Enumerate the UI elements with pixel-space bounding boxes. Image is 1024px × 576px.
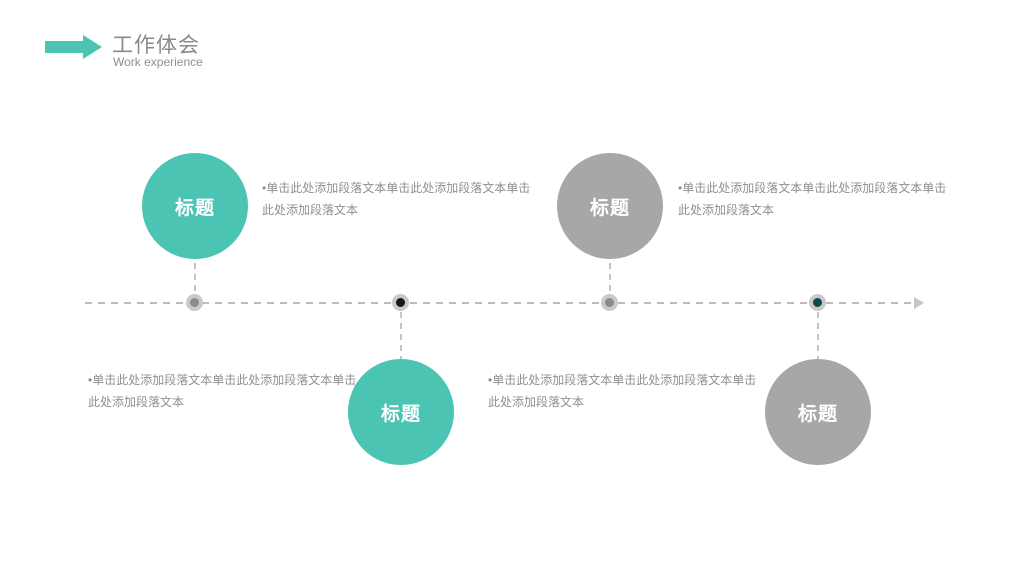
- milestone-title: 标题: [174, 197, 215, 219]
- page-subtitle: Work experience: [113, 55, 203, 69]
- milestone-text-3: •单击此处添加段落文本单击此处添加段落文本单击此处添加段落文本: [678, 181, 947, 217]
- milestone-title: 标题: [589, 197, 630, 219]
- milestone-title: 标题: [380, 403, 421, 425]
- timeline-node-4: [809, 294, 826, 311]
- timeline-node-2: [392, 294, 409, 311]
- milestone-text-2: •单击此处添加段落文本单击此处添加段落文本单击此处添加段落文本: [88, 373, 357, 409]
- milestone-circle-1: 标题: [142, 153, 248, 259]
- milestone-text-4: •单击此处添加段落文本单击此处添加段落文本单击此处添加段落文本: [488, 373, 757, 409]
- timeline-node-1: [186, 294, 203, 311]
- milestone-circle-2: 标题: [348, 359, 454, 465]
- timeline-dashed-line: [85, 302, 915, 304]
- header-arrow-icon: [45, 35, 102, 59]
- milestone-circle-4: 标题: [765, 359, 871, 465]
- timeline-node-3: [601, 294, 618, 311]
- milestone-text-1: •单击此处添加段落文本单击此处添加段落文本单击此处添加段落文本: [262, 181, 531, 217]
- page-title: 工作体会: [112, 34, 200, 57]
- milestone-circle-3: 标题: [557, 153, 663, 259]
- connector-item-4: [817, 312, 819, 359]
- connector-item-2: [400, 312, 402, 359]
- connector-item-3: [609, 263, 611, 294]
- milestone-title: 标题: [797, 403, 838, 425]
- timeline-arrowhead-icon: [914, 297, 924, 309]
- connector-item-1: [194, 263, 196, 294]
